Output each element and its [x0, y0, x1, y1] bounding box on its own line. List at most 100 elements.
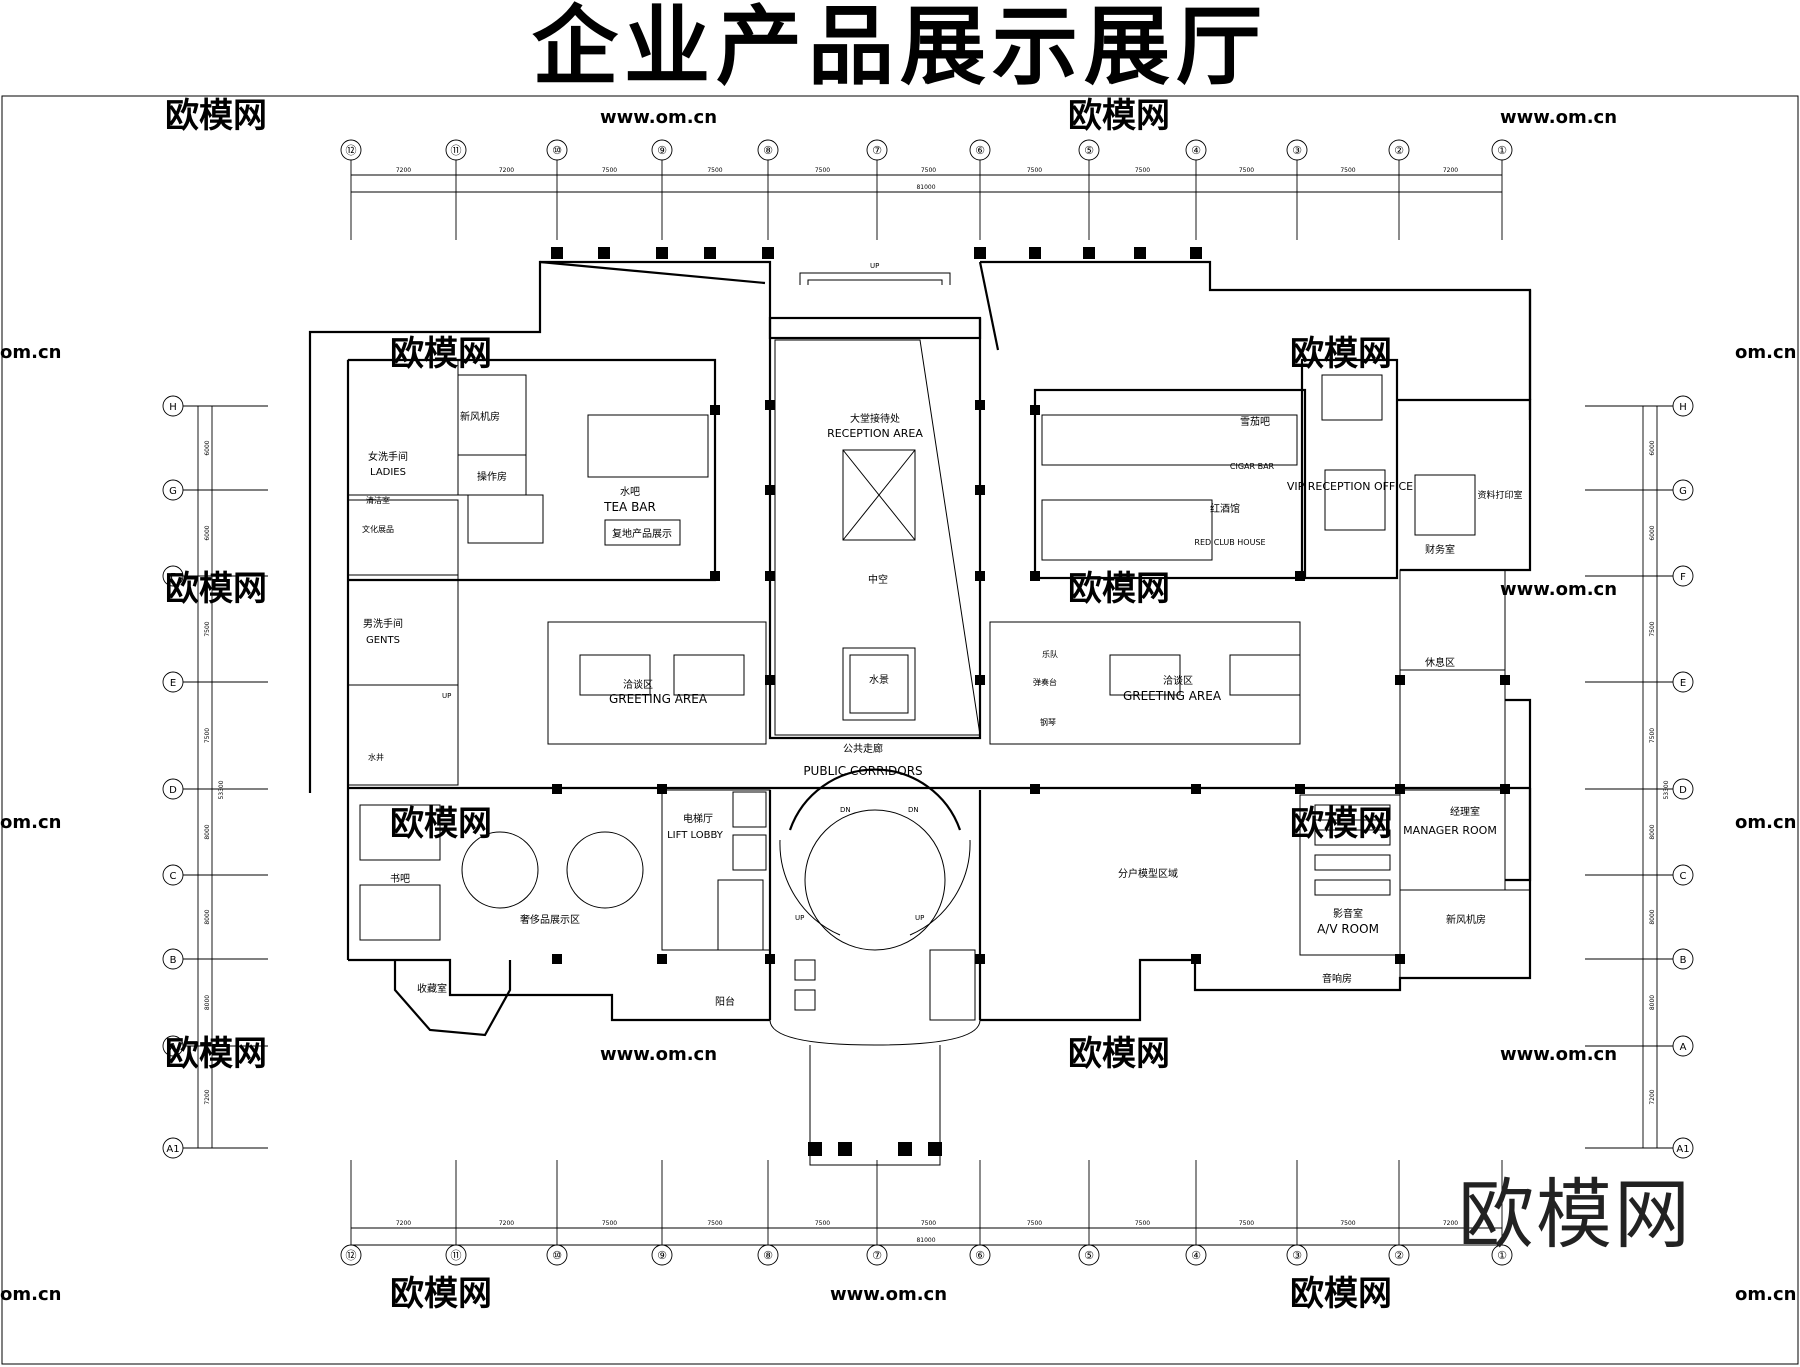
column — [1030, 571, 1040, 581]
column — [1395, 784, 1405, 794]
dimension-label: 7500 — [1027, 1220, 1042, 1227]
vip-office-label-en: VIP RECEPTION OFFICE — [1287, 480, 1413, 493]
watermark-logo: 欧模网 — [390, 1274, 492, 1314]
balcony-label: 阳台 — [715, 995, 735, 1008]
lift-lobby-label-cn: 电梯厅 — [683, 812, 713, 825]
column — [975, 675, 985, 685]
reception-label-en: RECEPTION AREA — [827, 427, 923, 440]
dimension-label: 8000 — [204, 995, 211, 1010]
axis-label: ⑨ — [657, 1249, 667, 1262]
stair-up-label: UP — [442, 692, 451, 700]
tea-bar-label-en: TEA BAR — [603, 500, 656, 514]
ladies-label-en: LADIES — [370, 467, 406, 478]
axis-label: B — [170, 955, 177, 966]
greeting-left-label-en: GREETING AREA — [609, 692, 708, 706]
column — [762, 247, 774, 259]
dimension-total: 53300 — [218, 780, 225, 799]
dimension-label: 7500 — [1649, 728, 1656, 743]
collection-room-label: 收藏室 — [417, 982, 447, 995]
dimension-label: 7200 — [1443, 167, 1458, 174]
watermark-logo: 欧模网 — [390, 804, 492, 844]
dimension-label: 7500 — [204, 728, 211, 743]
dimension-label: 7500 — [1027, 167, 1042, 174]
watermark-url: om.cn — [1735, 342, 1796, 363]
axis-label: ③ — [1292, 144, 1302, 157]
columns — [551, 247, 1510, 1156]
axis-label: C — [170, 871, 177, 882]
model-area-label: 分户模型区域 — [1118, 867, 1178, 880]
axis-label: ⑪ — [451, 144, 462, 157]
column — [1500, 784, 1510, 794]
axis-label: A1 — [166, 1144, 179, 1155]
column — [656, 247, 668, 259]
dimension-label: 8000 — [204, 824, 211, 839]
watermark-url: www.om.cn — [600, 107, 717, 128]
column — [1030, 784, 1040, 794]
av-room-label-en: A/V ROOM — [1317, 922, 1379, 936]
plan-title: 企业产品展示展厅 — [532, 0, 1268, 97]
column — [598, 247, 610, 259]
cigar-bar-label-cn: 雪茄吧 — [1240, 415, 1270, 428]
axis-label: ⑫ — [346, 144, 357, 157]
av-room-label-cn: 影音室 — [1333, 907, 1363, 920]
cleaning-room-label: 清洁室 — [366, 495, 390, 505]
axis-label: ③ — [1292, 1249, 1302, 1262]
axis-label: ⑦ — [872, 1249, 882, 1262]
watermark-url: om.cn — [1735, 1284, 1796, 1305]
column — [1134, 247, 1146, 259]
gents-label-cn: 男洗手间 — [363, 617, 403, 630]
tea-bar-label-cn: 水吧 — [620, 486, 640, 498]
column — [710, 405, 720, 415]
water-feature-label: 水景 — [869, 674, 889, 686]
column — [1030, 405, 1040, 415]
watermark-url: om.cn — [0, 342, 61, 363]
axis-label: E — [1680, 678, 1686, 689]
dimension-label: 7200 — [499, 167, 514, 174]
watermark-logo: 欧模网 — [165, 569, 267, 609]
column — [808, 1142, 822, 1156]
watermark-url: om.cn — [0, 1284, 61, 1305]
dimension-label: 7500 — [707, 1220, 722, 1227]
stair-up-label: UP — [870, 262, 879, 270]
dimension-label: 7500 — [204, 621, 211, 636]
axis-label: ⑩ — [552, 1249, 562, 1262]
column — [765, 485, 775, 495]
dimension-label: 7500 — [921, 167, 936, 174]
column — [975, 571, 985, 581]
manager-room-label-en: MANAGER ROOM — [1403, 824, 1497, 837]
atrium-label: 中空 — [868, 573, 888, 586]
reception-label-cn: 大堂接待处 — [850, 412, 900, 425]
watermark-logo: 欧模网 — [1290, 1274, 1392, 1314]
finance-room-label: 财务室 — [1425, 543, 1455, 556]
axis-label: ⑥ — [975, 1249, 985, 1262]
column — [765, 954, 775, 964]
operation-room-label: 操作房 — [477, 470, 507, 483]
drawing-frame — [1, 95, 1799, 1365]
column — [765, 571, 775, 581]
column — [1190, 247, 1202, 259]
dimension-label: 8000 — [1649, 909, 1656, 924]
corridor-label-cn: 公共走廊 — [843, 742, 883, 755]
axis-label: A — [170, 1042, 177, 1053]
watermark-logo: 欧模网 — [390, 334, 492, 374]
dimension-label: 7200 — [396, 1220, 411, 1227]
cigar-bar-label-en: CIGAR BAR — [1230, 462, 1275, 471]
axis-label: D — [1679, 785, 1687, 796]
axis-label: ④ — [1191, 144, 1201, 157]
dimension-label: 7500 — [1135, 167, 1150, 174]
dimension-label: 8000 — [1649, 995, 1656, 1010]
water-well-label: 水井 — [368, 752, 384, 762]
dimension-label: 7200 — [396, 167, 411, 174]
room-labels: 大堂接待处 RECEPTION AREA 中空 水景 公共走廊 PUBLIC C… — [362, 262, 1523, 1008]
dimension-total: 81000 — [916, 184, 935, 191]
watermark-logo: 欧模网 — [1068, 96, 1170, 136]
axis-label: G — [1679, 486, 1687, 497]
dimension-label: 7500 — [1649, 621, 1656, 636]
dimension-label: 7500 — [602, 1220, 617, 1227]
manager-room-label-cn: 经理室 — [1450, 805, 1480, 818]
axis-label: H — [1679, 402, 1687, 413]
axis-label: ⑫ — [346, 1249, 357, 1262]
dimension-label: 6000 — [1649, 525, 1656, 540]
axis-label: ⑧ — [763, 144, 773, 157]
